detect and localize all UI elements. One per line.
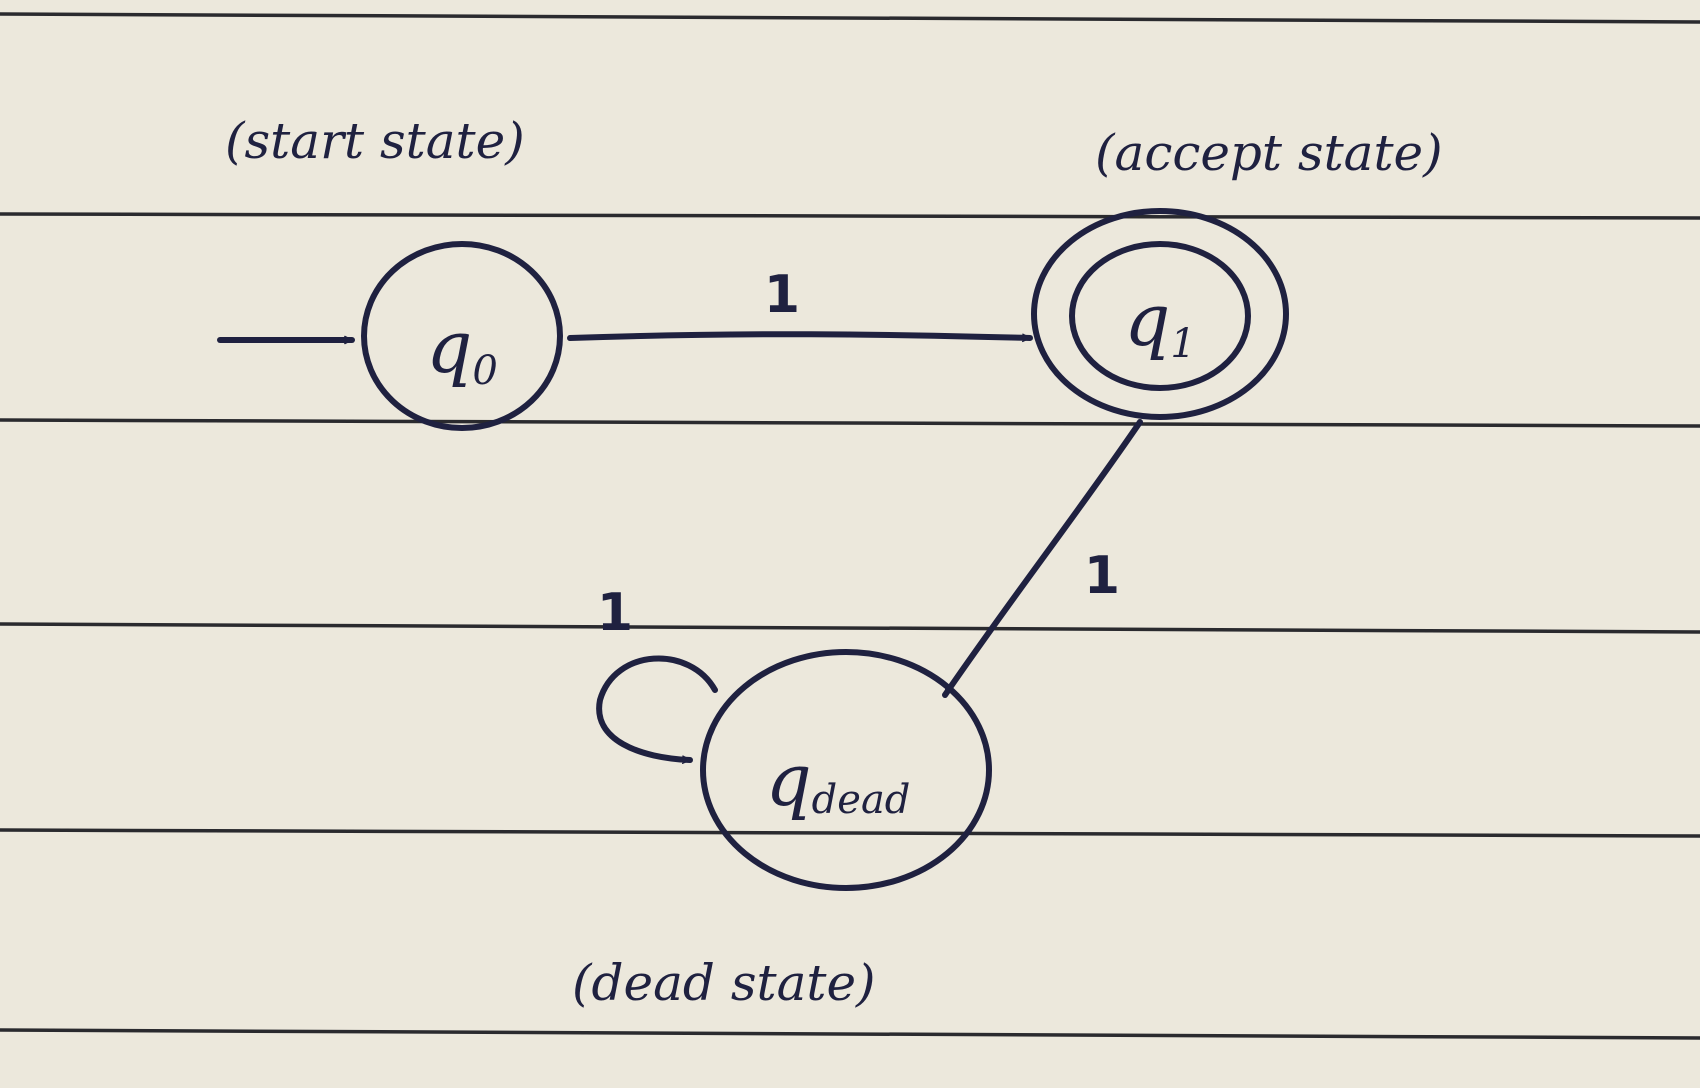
transition-q1-qdead-arrow [942,419,1143,698]
state-q1: q1 [1031,208,1289,420]
rule-line [0,828,1700,838]
state-q1-inner-circle [1069,241,1251,391]
self-loop-symbol: 1 [597,583,633,643]
transition-q0-q1: 1 [567,265,1033,343]
rule-line [0,12,1700,24]
state-q1-outer-circle [1031,208,1289,420]
caption-start-state: (start state) [225,112,525,170]
state-qdead-label: qdead [766,738,911,823]
state-q1-label: q1 [1124,278,1196,367]
rule-line [0,212,1700,220]
transition-qdead-self-loop: 1 [596,583,718,764]
transition-q1-qdead-symbol: 1 [1084,546,1120,606]
state-q0-circle [361,241,563,431]
transition-q0-q1-arrow [567,331,1033,343]
state-q0: q0 [361,241,563,431]
rule-lines [0,12,1700,1040]
state-qdead: qdead [700,649,992,891]
state-q0-label: q0 [426,305,498,394]
rule-line [0,1028,1700,1040]
transition-q1-qdead: 1 [942,419,1143,698]
caption-dead-state: (dead state) [572,954,876,1012]
state-qdead-circle [700,649,992,891]
caption-accept-state: (accept state) [1095,124,1443,182]
transition-q0-q1-symbol: 1 [764,265,800,325]
rule-line [0,418,1700,428]
rule-line [0,622,1700,634]
self-loop-arrow [596,655,718,764]
